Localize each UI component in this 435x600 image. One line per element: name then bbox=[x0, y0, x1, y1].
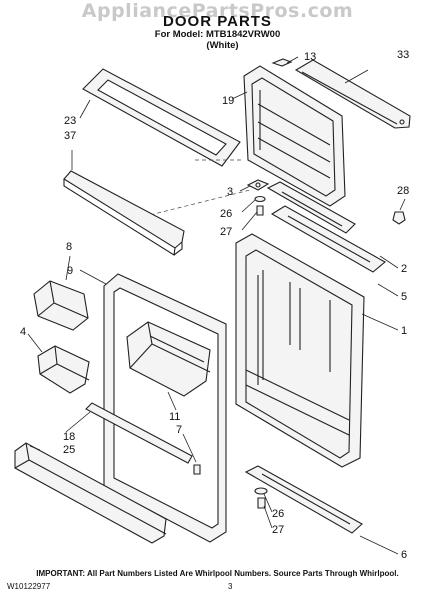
leader-11 bbox=[167, 391, 177, 411]
callout-4: 4 bbox=[20, 326, 26, 338]
part-33-hinge-cover[interactable] bbox=[294, 59, 411, 129]
watermark-text: AppliancePartsPros.com bbox=[81, 0, 354, 22]
part-3-hinge-plate[interactable] bbox=[246, 179, 270, 191]
part-28-plug[interactable] bbox=[392, 211, 406, 225]
page-number: 3 bbox=[228, 582, 233, 591]
part-26-hinge-washer[interactable] bbox=[254, 195, 266, 203]
callout-2: 2 bbox=[401, 263, 407, 275]
callout-25: 25 bbox=[63, 444, 75, 456]
leader-13 bbox=[286, 56, 299, 64]
leader-23 bbox=[79, 99, 91, 119]
callout-26-bottom: 26 bbox=[272, 508, 284, 520]
document-number: W10122977 bbox=[7, 582, 51, 591]
part-1-fresh-food-door[interactable] bbox=[235, 233, 365, 468]
leader-8 bbox=[65, 255, 71, 281]
part-6-bottom-hinge-bar[interactable] bbox=[244, 465, 363, 534]
callout-33: 33 bbox=[397, 49, 409, 61]
callout-5: 5 bbox=[401, 291, 407, 303]
leader-3 bbox=[239, 185, 251, 192]
page-title: DOOR PARTS bbox=[163, 13, 272, 30]
part-25-lower-door-bin[interactable] bbox=[14, 442, 167, 544]
leader-25 bbox=[29, 445, 41, 451]
color-line: (White) bbox=[206, 40, 239, 51]
callout-7: 7 bbox=[176, 424, 182, 436]
part-27-hinge-bushing[interactable] bbox=[256, 205, 264, 216]
part-18-retainer-bar[interactable] bbox=[85, 402, 193, 464]
callout-11: 11 bbox=[169, 411, 180, 423]
leader-26-bottom bbox=[263, 493, 273, 513]
leader-27-bottom bbox=[263, 505, 273, 529]
leader-7 bbox=[182, 433, 197, 463]
callout-19: 19 bbox=[222, 95, 234, 107]
callout-13: 13 bbox=[304, 51, 316, 63]
leader-2 bbox=[379, 255, 399, 269]
leader-18 bbox=[65, 411, 91, 433]
leader-1 bbox=[361, 313, 399, 331]
callout-27-bottom: 27 bbox=[272, 524, 284, 536]
leader-6 bbox=[359, 535, 399, 555]
callout-23: 23 bbox=[64, 115, 76, 127]
part-4-dairy-bin[interactable] bbox=[37, 345, 90, 394]
callout-3: 3 bbox=[227, 186, 233, 198]
callout-26-top: 26 bbox=[220, 208, 232, 220]
leader-27-top bbox=[241, 211, 258, 231]
part-11-door-bin[interactable] bbox=[126, 321, 211, 397]
footer-note: IMPORTANT: All Part Numbers Listed Are W… bbox=[36, 569, 399, 578]
leader-4 bbox=[27, 333, 43, 353]
callout-1: 1 bbox=[401, 325, 407, 337]
callout-37: 37 bbox=[64, 130, 76, 142]
callout-8: 8 bbox=[66, 241, 72, 253]
callout-9: 9 bbox=[67, 265, 73, 277]
part-26-lower-washer[interactable] bbox=[254, 487, 268, 495]
leader-26-top bbox=[241, 199, 256, 213]
callout-28: 28 bbox=[397, 185, 409, 197]
leader-33 bbox=[344, 69, 369, 84]
leader-19 bbox=[231, 91, 248, 100]
part-2-handle-trim[interactable] bbox=[266, 181, 356, 234]
part-23-freezer-gasket[interactable] bbox=[82, 68, 241, 167]
part-8-dairy-door[interactable] bbox=[33, 280, 89, 331]
callout-18: 18 bbox=[63, 431, 75, 443]
part-5-handle-trim-lower[interactable] bbox=[270, 205, 386, 273]
leader-5 bbox=[377, 283, 399, 297]
part-37-freezer-shelf[interactable] bbox=[63, 170, 185, 256]
callout-6: 6 bbox=[401, 549, 407, 561]
leader-28 bbox=[399, 198, 406, 211]
part-13-hinge-pin-cap[interactable] bbox=[271, 58, 293, 67]
leader-9 bbox=[79, 269, 107, 285]
callout-27-top: 27 bbox=[220, 226, 232, 238]
part-19-freezer-door[interactable] bbox=[243, 65, 346, 207]
model-line: For Model: MTB1842VRW00 bbox=[154, 29, 281, 40]
part-7-clip[interactable] bbox=[193, 464, 201, 475]
